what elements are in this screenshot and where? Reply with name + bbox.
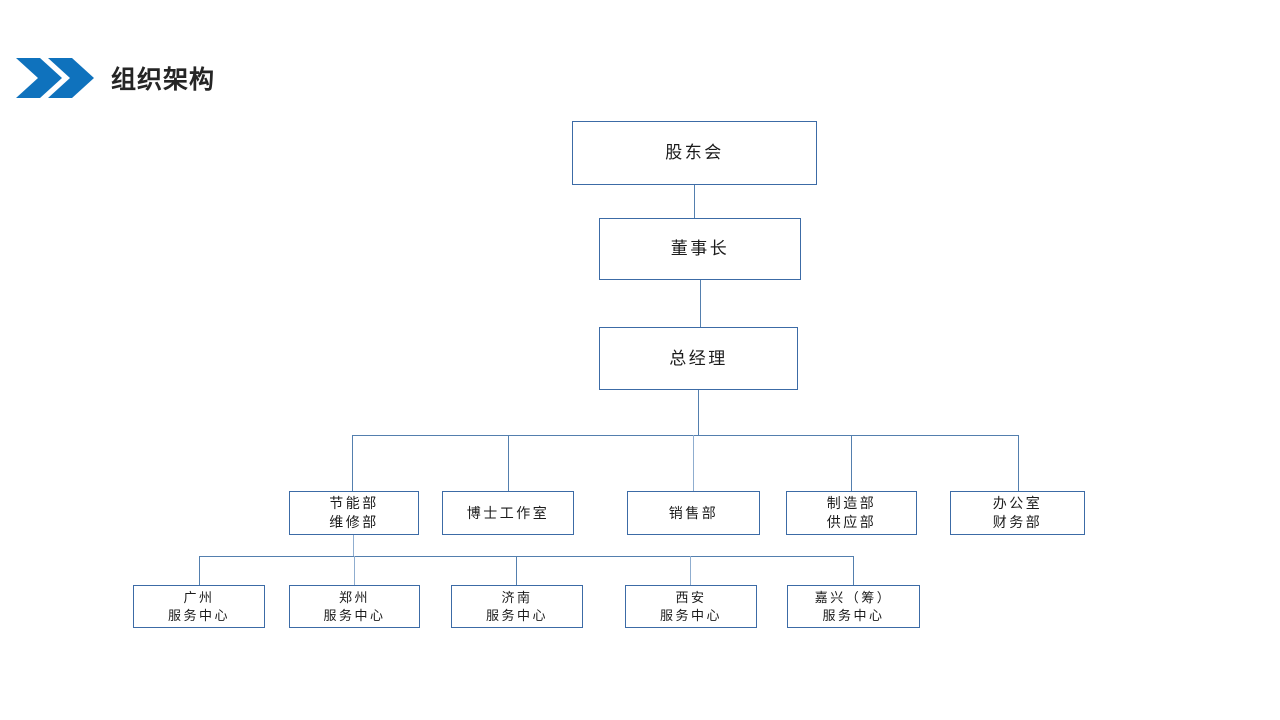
distribution-bar-service-centers [199, 556, 853, 557]
org-node-office-finance[interactable]: 办公室 财务部 [950, 491, 1085, 535]
connector-drop-manufacturing-supply [851, 435, 852, 491]
org-node-jiaxing-center[interactable]: 嘉兴（筹） 服务中心 [787, 585, 920, 628]
connector-drop-doctoral-studio [508, 435, 509, 491]
org-node-chairman[interactable]: 董事长 [599, 218, 801, 280]
connector-gm-stem [698, 390, 699, 436]
org-node-label-line2: 服务中心 [822, 607, 885, 623]
connector-shareholders-chairman [694, 185, 695, 218]
double-chevron-right-icon [14, 57, 94, 99]
org-node-label-line2: 财务部 [992, 514, 1043, 530]
org-node-guangzhou-center[interactable]: 广州 服务中心 [133, 585, 265, 628]
connector-energy-stem [353, 535, 354, 556]
connector-drop-energy-maintenance [352, 435, 353, 491]
connector-drop-jinan-center [516, 556, 517, 585]
connector-drop-guangzhou-center [199, 556, 200, 585]
org-node-label: 博士工作室 [466, 504, 550, 521]
org-node-label: 总经理 [669, 348, 728, 368]
org-node-label-line2: 服务中心 [323, 607, 386, 623]
slide-header: 组织架构 [0, 0, 1280, 130]
org-node-label-line1: 西安 [675, 589, 707, 605]
org-node-label-line1: 嘉兴（筹） [814, 589, 893, 605]
page-title: 组织架构 [111, 66, 216, 94]
distribution-bar-departments [352, 435, 1018, 436]
org-node-zhengzhou-center[interactable]: 郑州 服务中心 [289, 585, 420, 628]
org-node-label-line1: 郑州 [338, 589, 370, 605]
org-node-label-line1: 济南 [501, 589, 533, 605]
org-node-label-line1: 节能部 [329, 495, 379, 511]
connector-drop-office-finance [1018, 435, 1019, 491]
org-node-xian-center[interactable]: 西安 服务中心 [625, 585, 757, 628]
org-node-label-line2: 服务中心 [659, 607, 722, 623]
org-node-label-line1: 办公室 [992, 495, 1043, 511]
org-node-energy-maintenance[interactable]: 节能部 维修部 [289, 491, 419, 535]
org-node-label-line2: 供应部 [826, 514, 877, 530]
org-node-label: 销售部 [668, 504, 719, 521]
org-node-label-line1: 制造部 [826, 495, 877, 511]
org-node-label-line1: 广州 [183, 589, 215, 605]
connector-chairman-gm [700, 280, 701, 327]
org-node-label: 股东会 [665, 143, 724, 162]
connector-drop-xian-center [690, 556, 691, 585]
org-node-jinan-center[interactable]: 济南 服务中心 [451, 585, 583, 628]
connector-drop-zhengzhou-center [354, 556, 355, 585]
org-node-manufacturing-supply[interactable]: 制造部 供应部 [786, 491, 917, 535]
org-node-general-manager[interactable]: 总经理 [599, 327, 798, 390]
org-node-label-line2: 服务中心 [167, 607, 230, 623]
connector-drop-sales [693, 435, 694, 491]
org-node-doctoral-studio[interactable]: 博士工作室 [442, 491, 574, 535]
org-node-label-line2: 服务中心 [485, 607, 548, 623]
connector-drop-jiaxing-center [853, 556, 854, 585]
org-node-sales[interactable]: 销售部 [627, 491, 760, 535]
org-node-shareholders[interactable]: 股东会 [572, 121, 817, 185]
org-node-label-line2: 维修部 [329, 514, 379, 530]
org-node-label: 董事长 [670, 239, 730, 258]
